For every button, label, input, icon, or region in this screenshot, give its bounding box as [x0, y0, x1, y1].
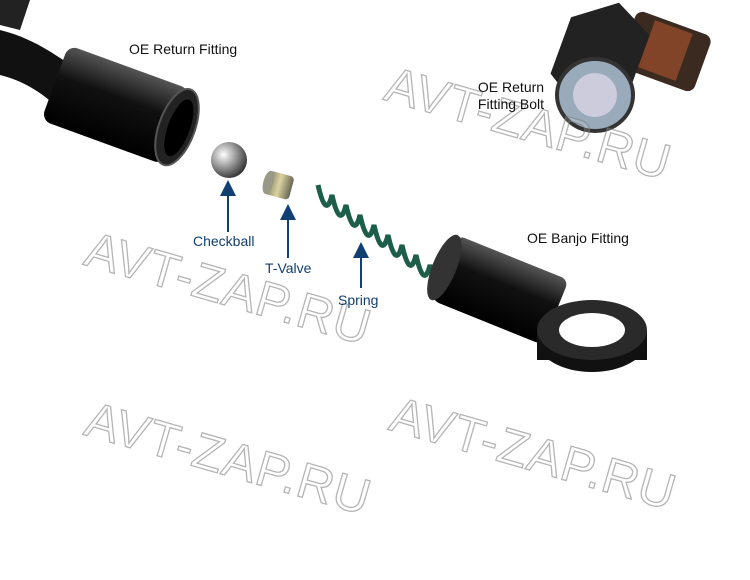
- label-checkball: Checkball: [193, 233, 255, 249]
- return-fitting-part: [0, 0, 200, 167]
- label-oe-return-fitting-bolt: OE Return Fitting Bolt: [466, 79, 556, 113]
- label-spring: Spring: [338, 292, 379, 308]
- return-bolt-part: [550, 2, 711, 133]
- label-t-valve: T-Valve: [265, 260, 312, 276]
- t-valve-part: [262, 170, 294, 200]
- label-line: Fitting Bolt: [477, 96, 545, 112]
- label-oe-banjo-fitting: OE Banjo Fitting: [527, 230, 629, 246]
- label-line: OE Return: [477, 79, 545, 95]
- label-oe-return-fitting: OE Return Fitting: [129, 41, 238, 57]
- checkball-part: [211, 142, 247, 178]
- banjo-fitting-part: [427, 234, 647, 372]
- spring-part: [315, 184, 445, 286]
